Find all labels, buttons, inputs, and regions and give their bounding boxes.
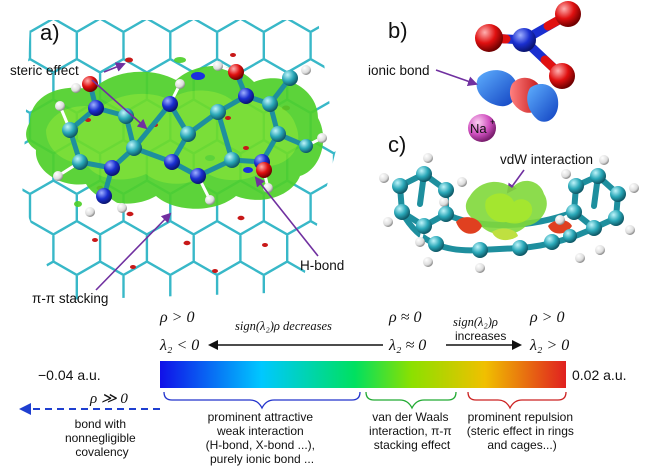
pi-stacking-label: π-π stacking [32, 291, 108, 306]
repulsion-brace [467, 391, 567, 410]
oxygen-atom [475, 24, 503, 52]
left-rho-label: ρ > 0 [159, 309, 194, 326]
color-scale: ρ > 0 λ₂ < 0 ρ ≈ 0 λ₂ ≈ 0 ρ > 0 λ₂ > 0 s… [19, 309, 627, 466]
decreases-label: sign(λ₂)ρ decreases [235, 319, 332, 333]
right-lambda-label: λ₂ > 0 [529, 337, 569, 354]
vdw-surface-c [456, 180, 572, 241]
rho-much-greater-label: ρ ≫ 0 [89, 391, 128, 407]
panel-c: c) vdW interaction [379, 132, 639, 273]
sodium-ion-label: Na [470, 121, 487, 136]
center-rho-label: ρ ≈ 0 [388, 309, 421, 326]
left-lambda-label: λ₂ < 0 [159, 337, 199, 354]
right-rho-label: ρ > 0 [529, 309, 564, 326]
ionic-bond-label: ionic bond [368, 63, 430, 78]
scale-min-value: −0.04 a.u. [38, 367, 101, 383]
panel-b-label: b) [388, 18, 408, 43]
covalency-caption: bond with nonnegligible covalency [65, 417, 139, 459]
vdw-caption: van der Waals interaction, π-π stacking … [369, 410, 455, 452]
h-bond-arrow [254, 176, 319, 257]
gradient-bar [160, 361, 566, 388]
steric-effect-arrow-1 [103, 62, 126, 73]
steric-effect-label: steric effect [10, 63, 79, 78]
repulsion-caption: prominent repulsion (steric effect in ri… [467, 410, 578, 452]
increases-label-2: increases [455, 329, 506, 343]
panel-c-label: c) [388, 132, 406, 157]
scale-max-value: 0.02 a.u. [572, 367, 627, 383]
attractive-brace [163, 391, 361, 410]
cage-carbons [392, 166, 626, 258]
panel-a-label: a) [40, 20, 60, 45]
steric-effect-arrow-2 [91, 79, 148, 130]
panel-a: a) steric effect H-bond π-π stacking [10, 20, 344, 306]
pi-stacking-arrow [95, 212, 172, 291]
cage-hydrogens [379, 153, 639, 273]
panel-b: b) Na + ionic bond [368, 1, 581, 142]
nitrogen-atom [512, 28, 536, 52]
sodium-charge: + [490, 117, 495, 127]
attractive-caption: prominent attractive weak interaction (H… [206, 410, 319, 466]
vdw-brace [365, 391, 457, 410]
ionic-surface [476, 70, 559, 122]
h-bond-label: H-bond [300, 258, 344, 273]
increases-label-1: sign(λ₂)ρ [453, 315, 498, 329]
vdw-interaction-label: vdW interaction [500, 152, 593, 167]
oxygen-atom [555, 1, 581, 27]
molecule-atoms [53, 61, 327, 217]
oxygen-atom [549, 63, 575, 89]
sodium-ion [468, 114, 496, 142]
ionic-bond-arrow [435, 69, 478, 87]
center-lambda-label: λ₂ ≈ 0 [388, 337, 426, 354]
